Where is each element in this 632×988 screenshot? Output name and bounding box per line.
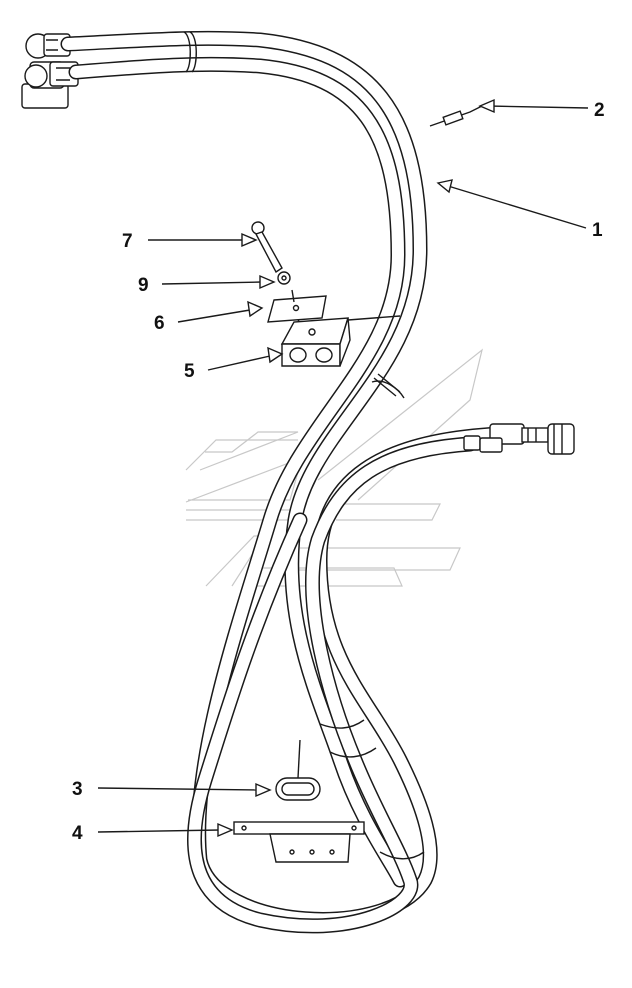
callout-3: 3: [72, 779, 83, 800]
hose-clamps: [183, 31, 425, 860]
part-9-washer: [277, 271, 291, 285]
callout-1: 1: [592, 220, 603, 241]
part-7-bolt: [251, 221, 283, 274]
hydraulic-hose-3: [186, 436, 478, 934]
watermark-logo: [185, 348, 483, 587]
part-5-clamp-block: [280, 315, 401, 367]
callout-6: 6: [154, 313, 165, 334]
hydraulic-hose-1: [60, 30, 428, 888]
part-3-clip: [275, 739, 321, 801]
callout-9: 9: [138, 275, 149, 296]
part-2-connector: [429, 105, 483, 127]
callout-7: 7: [122, 231, 133, 252]
right-end-fittings: [463, 423, 575, 455]
callout-5: 5: [184, 361, 195, 382]
callout-2: 2: [594, 100, 605, 121]
callout-4: 4: [72, 823, 83, 844]
part-4-bracket: [233, 821, 365, 863]
leader-lines: [97, 98, 589, 838]
